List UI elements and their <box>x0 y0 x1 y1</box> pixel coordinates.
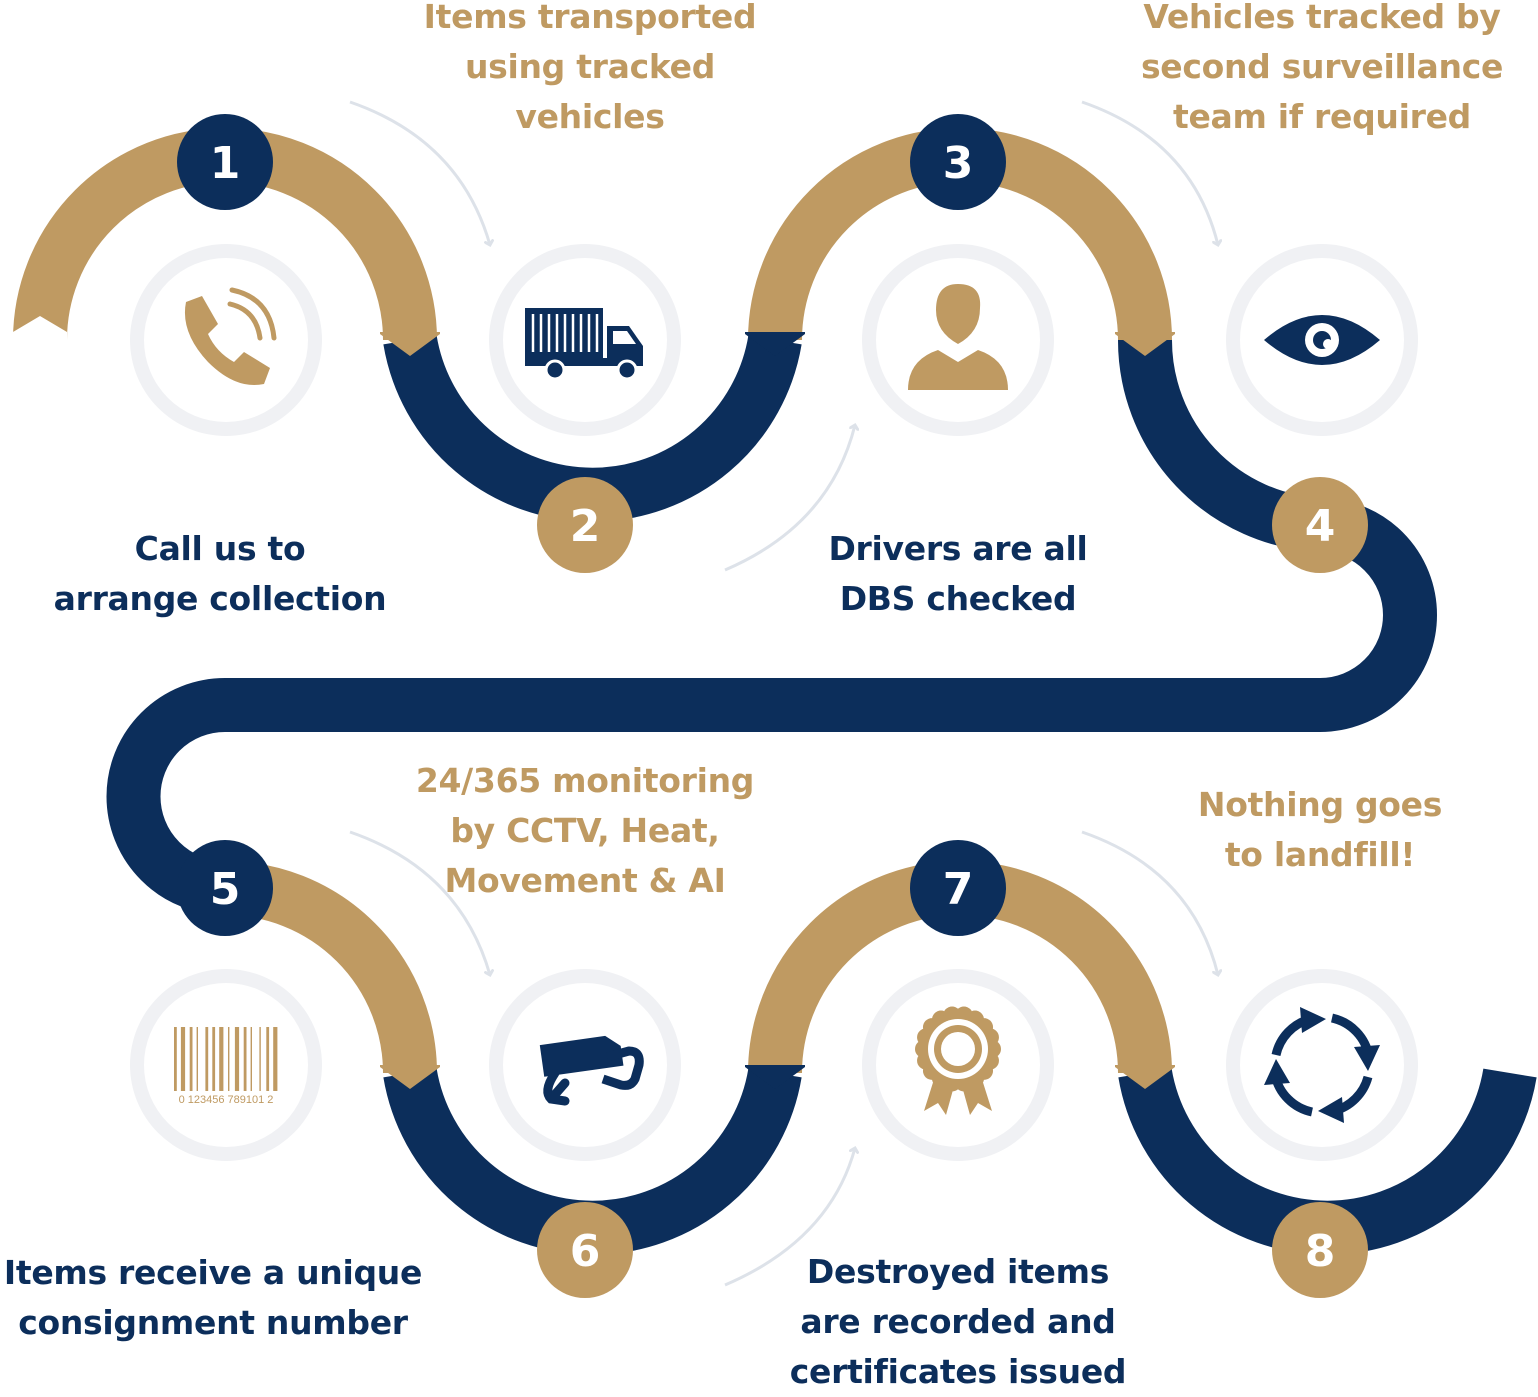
flow-arrows <box>349 100 1218 1287</box>
svg-text:3: 3 <box>943 138 974 189</box>
arrow-7-to-8 <box>1081 830 1218 975</box>
arrow-3-to-4 <box>1081 100 1218 245</box>
eye-icon <box>1264 315 1380 365</box>
caption-step-5: Items receive a unique consignment numbe… <box>3 1253 423 1342</box>
caption-step-2: Items transported using tracked vehicles <box>423 0 757 136</box>
truck-icon <box>525 308 643 381</box>
arrow-5-to-6 <box>349 830 490 975</box>
recycle-icon <box>1264 1007 1380 1123</box>
phone-icon <box>184 287 277 386</box>
caption-step-8: Nothing goes to landfill! <box>1197 785 1443 874</box>
barcode-digits: 0 123456 789101 2 <box>179 1094 274 1106</box>
caption-step-1: Call us to arrange collection <box>53 529 387 618</box>
caption-step-7: Destroyed items are recorded and certifi… <box>789 1252 1127 1391</box>
svg-text:2: 2 <box>570 501 601 552</box>
arrow-1-to-2 <box>349 100 490 245</box>
step-badge-6: 6 <box>537 1202 633 1298</box>
arrow-2-to-3 <box>724 425 855 572</box>
svg-text:7: 7 <box>943 864 974 915</box>
step-badge-7: 7 <box>910 840 1006 936</box>
step-badge-1: 1 <box>177 114 273 210</box>
step-badge-4: 4 <box>1272 477 1368 573</box>
barcode-icon: 0 123456 789101 2 <box>174 1027 278 1106</box>
icon-circle-1 <box>130 244 322 436</box>
track-connector <box>106 498 1437 915</box>
step-badges: 1 2 3 4 5 6 7 8 <box>177 114 1368 1298</box>
caption-step-4: Vehicles tracked by second surveillance … <box>1140 0 1504 136</box>
icon-circle-8 <box>1226 969 1418 1161</box>
step-badge-3: 3 <box>910 114 1006 210</box>
caption-step-3: Drivers are all DBS checked <box>828 529 1088 618</box>
person-icon <box>908 284 1008 390</box>
step-badge-5: 5 <box>177 840 273 936</box>
arrow-6-to-7 <box>724 1148 855 1287</box>
svg-text:1: 1 <box>210 138 241 189</box>
svg-text:6: 6 <box>570 1226 601 1277</box>
icon-circle-5 <box>130 969 322 1161</box>
step-badge-8: 8 <box>1272 1202 1368 1298</box>
svg-text:5: 5 <box>210 864 241 915</box>
caption-step-6: 24/365 monitoring by CCTV, Heat, Movemen… <box>415 761 755 900</box>
cctv-camera-icon <box>539 1035 644 1106</box>
step-badge-2: 2 <box>537 477 633 573</box>
svg-text:8: 8 <box>1305 1226 1336 1277</box>
award-rosette-icon <box>915 1006 1001 1115</box>
svg-text:4: 4 <box>1305 501 1336 552</box>
